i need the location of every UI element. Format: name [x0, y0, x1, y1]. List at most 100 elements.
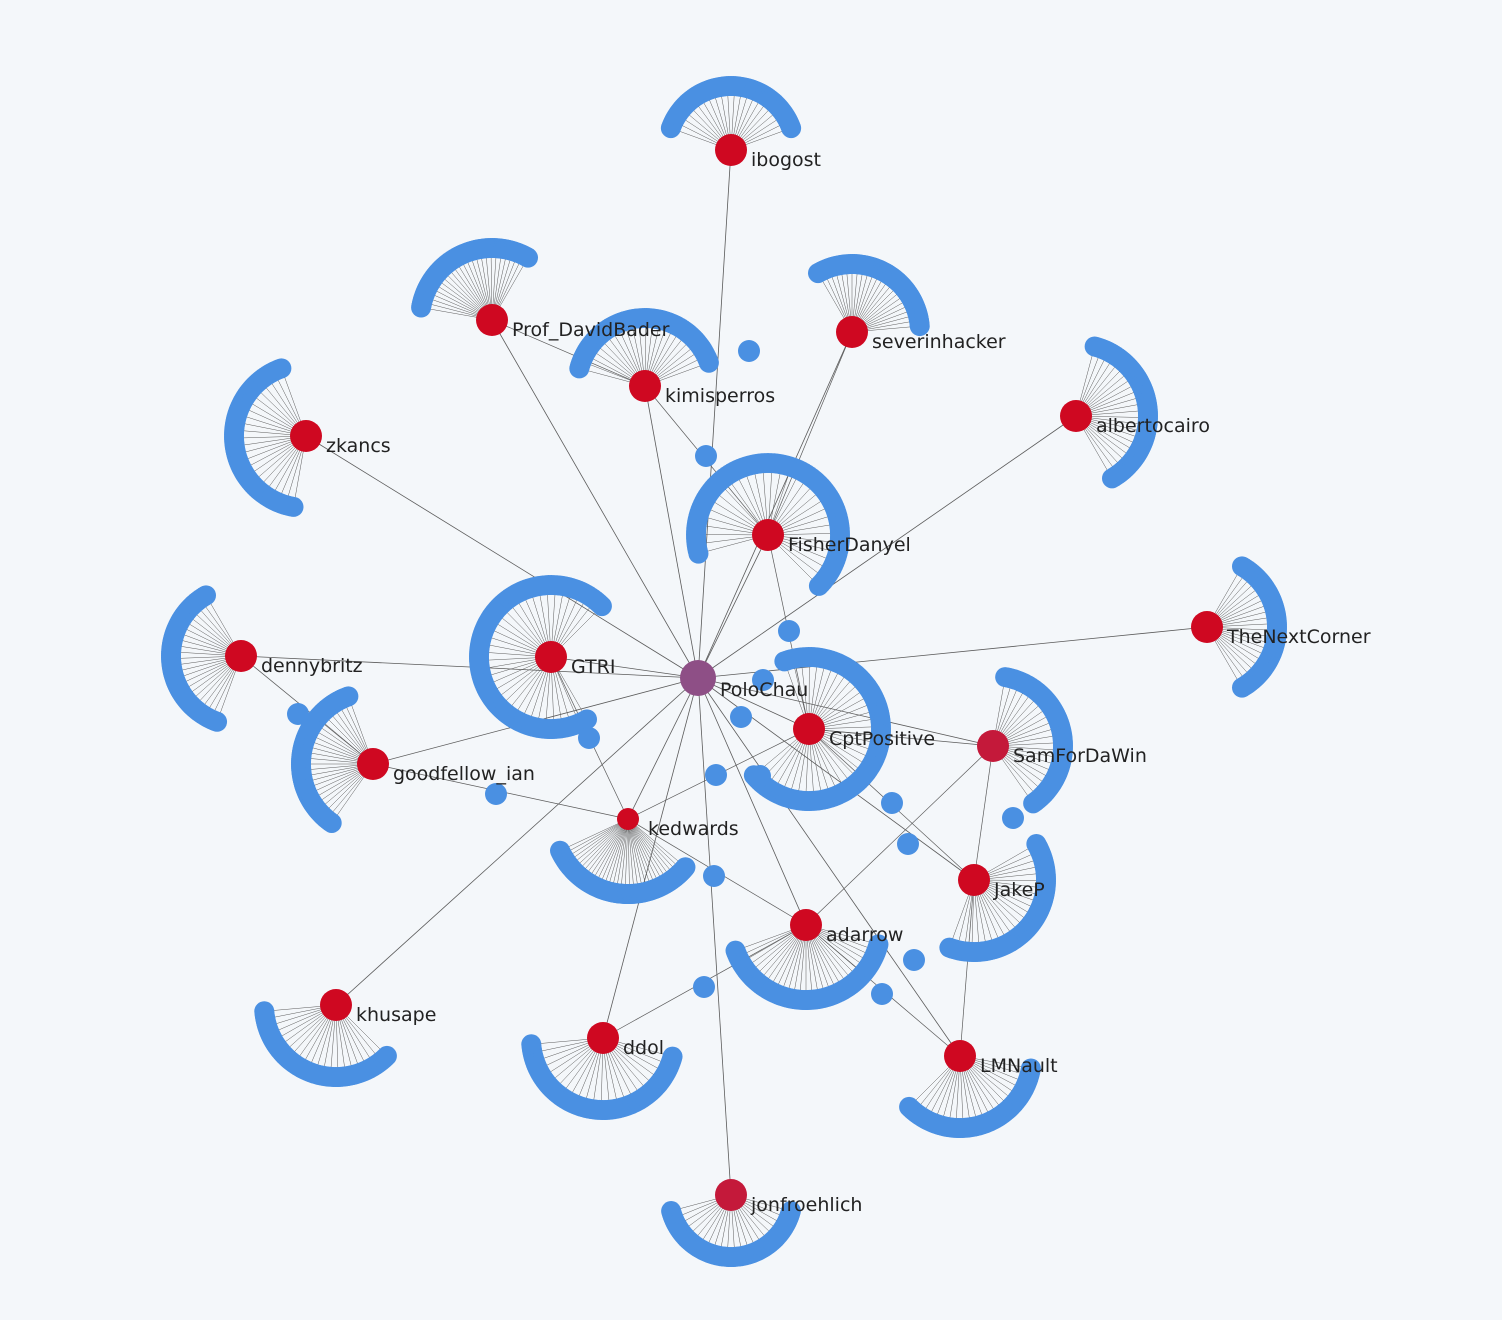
label-prof_davidbader: Prof_DavidBader: [512, 319, 670, 341]
hub-node-zkancs[interactable]: [290, 420, 322, 452]
bridge-node: [871, 983, 893, 1005]
leaf-edge: [627, 818, 673, 880]
bridge-node: [703, 865, 725, 887]
label-thenextcorner: TheNextCorner: [1226, 626, 1371, 648]
hub-node-gtri[interactable]: [535, 641, 567, 673]
hub-node-ibogost[interactable]: [715, 134, 747, 166]
hub-node-ddol[interactable]: [587, 1022, 619, 1054]
leaf-edge: [582, 818, 629, 879]
bridge-node: [287, 703, 309, 725]
edge-polochau-kimisperros: [644, 385, 699, 679]
hub-node-jonfroehlich[interactable]: [715, 1179, 747, 1211]
fan-adarrow: [725, 924, 889, 1010]
leaf-edge: [559, 818, 629, 851]
edge-polochau-jonfroehlich: [697, 677, 732, 1196]
label-cptpositive: CptPositive: [829, 728, 935, 750]
hub-node-jakep[interactable]: [958, 864, 990, 896]
leaf-edge: [627, 818, 630, 894]
edge-polochau-ddol: [602, 677, 699, 1039]
leaf-edge: [590, 818, 629, 884]
fan-jonfroehlich: [661, 1194, 801, 1267]
leaf-node: [808, 575, 829, 596]
bridge-node: [752, 669, 774, 691]
fan-fisherdanyel: [686, 453, 850, 596]
label-jakep: JakeP: [993, 879, 1045, 901]
edge-samfordawin-adarrow: [805, 745, 994, 926]
leaf-edge: [627, 818, 669, 883]
bridge-node: [903, 949, 925, 971]
leaf-edge: [561, 818, 629, 855]
leaf-edge: [586, 818, 629, 882]
edge-polochau-samfordawin: [697, 677, 994, 747]
leaf-edge: [627, 818, 680, 874]
leaf-edge: [602, 818, 629, 890]
hub-node-severinhacker[interactable]: [836, 316, 868, 348]
leaf-edge: [572, 818, 629, 870]
leaf-edge: [564, 818, 629, 859]
bridge-node: [897, 833, 919, 855]
hub-node-khusape[interactable]: [320, 989, 352, 1021]
label-kedwards: kedwards: [648, 818, 739, 840]
center-node-polochau[interactable]: [680, 660, 716, 696]
label-adarrow: adarrow: [826, 924, 903, 946]
leaf-node: [1232, 677, 1252, 698]
hub-node-fisherdanyel[interactable]: [752, 519, 784, 551]
hub-node-thenextcorner[interactable]: [1191, 611, 1223, 643]
bridge-node: [693, 976, 715, 998]
bridge-node: [730, 706, 752, 728]
leaf-node: [780, 1201, 801, 1222]
label-zkancs: zkancs: [326, 435, 391, 457]
leaf-node: [909, 316, 930, 337]
hub-node-prof_davidbader[interactable]: [476, 304, 508, 336]
bridge-node: [578, 727, 600, 749]
hub-node-dennybritz[interactable]: [225, 640, 257, 672]
hub-node-goodfellow_ian[interactable]: [357, 748, 389, 780]
leaf-node: [591, 596, 612, 617]
leaf-edge: [575, 818, 629, 874]
fan-severinhacker: [808, 254, 930, 337]
leaf-edge: [627, 818, 665, 885]
hub-nodes-layer: [225, 134, 1223, 1211]
leaf-node: [675, 857, 696, 878]
bridge-node: [749, 765, 771, 787]
hub-node-kedwards[interactable]: [617, 808, 639, 830]
fan-ibogost: [660, 76, 802, 151]
fan-khusape: [254, 1001, 397, 1087]
leaf-node: [939, 937, 960, 958]
leaf-edge: [598, 818, 629, 889]
bridge-node: [778, 620, 800, 642]
leaf-node: [1102, 468, 1122, 489]
label-polochau: PoloChau: [720, 679, 808, 701]
edge-polochau-prof_davidbader: [491, 319, 699, 679]
label-samfordawin: SamForDaWin: [1013, 745, 1147, 767]
leaf-edge: [627, 818, 676, 877]
fan-gtri: [469, 575, 612, 739]
fan-kedwards: [550, 818, 696, 904]
label-dennybritz: dennybritz: [261, 655, 363, 677]
hub-node-cptpositive[interactable]: [793, 713, 825, 745]
edge-polochau-severinhacker: [697, 331, 853, 679]
label-ddol: ddol: [623, 1037, 664, 1059]
hub-node-lmnault[interactable]: [944, 1040, 976, 1072]
edge-polochau-gtri: [550, 656, 699, 679]
edge-severinhacker-fisherdanyel: [767, 331, 853, 536]
fan-jakep: [939, 834, 1056, 962]
label-ibogost: ibogost: [751, 149, 821, 171]
edge-samfordawin-jakep: [973, 745, 994, 881]
leaf-edge: [569, 818, 629, 867]
label-kimisperros: kimisperros: [665, 385, 775, 407]
leaf-edge: [611, 818, 629, 893]
hub-node-kimisperros[interactable]: [629, 370, 661, 402]
hub-node-samfordawin[interactable]: [977, 730, 1009, 762]
label-goodfellow_ian: goodfellow_ian: [393, 763, 535, 785]
leaf-node: [868, 934, 889, 955]
hub-node-albertocairo[interactable]: [1060, 400, 1092, 432]
hub-node-adarrow[interactable]: [790, 909, 822, 941]
fan-albertocairo: [1075, 336, 1158, 489]
leaf-edge: [566, 818, 629, 863]
leaf-edge: [627, 818, 644, 893]
leaf-edge: [627, 818, 661, 887]
leaf-edge: [627, 818, 639, 894]
